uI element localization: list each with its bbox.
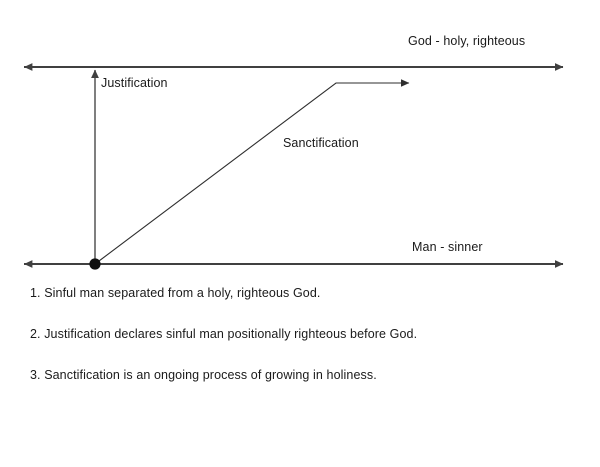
list-item: 2. Justification declares sinful man pos… bbox=[30, 327, 418, 341]
concept-diagram bbox=[23, 63, 564, 270]
list-item: 3. Sanctification is an ongoing process … bbox=[30, 368, 377, 382]
justification-label: Justification bbox=[101, 76, 168, 90]
sanctification-arrow bbox=[94, 79, 410, 265]
man-axis-label: Man - sinner bbox=[412, 240, 483, 254]
list-item: 1. Sinful man separated from a holy, rig… bbox=[30, 286, 321, 300]
origin-dot bbox=[89, 258, 101, 270]
sanctification-label: Sanctification bbox=[283, 136, 359, 150]
god-axis-label: God - holy, righteous bbox=[408, 34, 526, 48]
explanatory-points-list: 1. Sinful man separated from a holy, rig… bbox=[30, 286, 575, 383]
